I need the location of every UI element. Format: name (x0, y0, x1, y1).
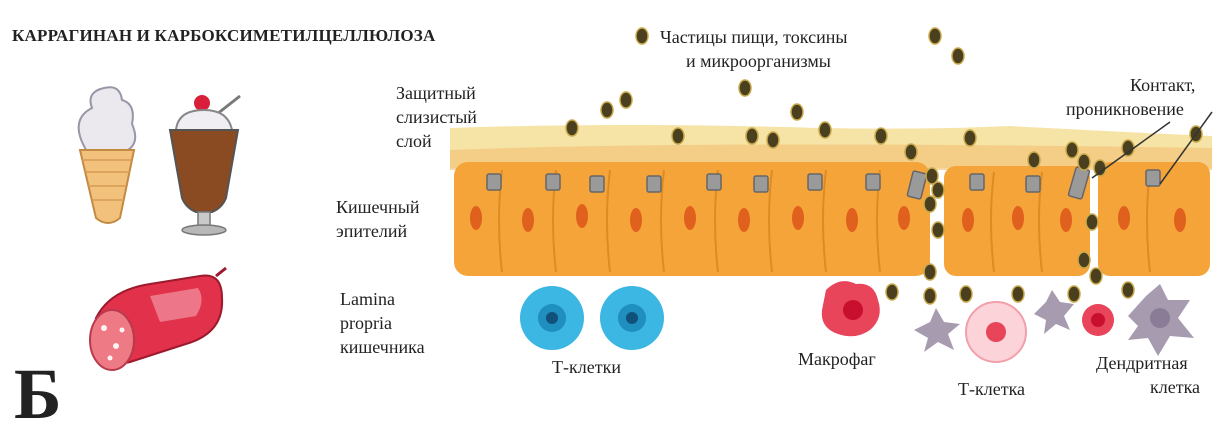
particles (565, 27, 1203, 305)
lamina-label-line3: кишечника (340, 337, 425, 357)
epithelium-label-line2: эпителий (336, 221, 408, 241)
figure-title: КАРРАГИНАН И КАРБОКСИМЕТИЛЦЕЛЛЮЛОЗА (12, 26, 436, 45)
ice-cream-cone-icon (77, 86, 137, 224)
lamina-label-line2: propria (340, 313, 392, 333)
lamina-label-line1: Lamina (340, 289, 395, 309)
t-cell-label: Т-клетка (958, 379, 1026, 399)
intestine-diagram (77, 27, 1213, 371)
t-cells-label: Т-клетки (552, 357, 621, 377)
macrophage-label: Макрофаг (798, 349, 876, 369)
particles-label-line1: Частицы пищи, токсины (660, 27, 848, 47)
milkshake-icon (168, 94, 241, 236)
macrophage (821, 281, 880, 337)
particles-label-line2: и микроорганизмы (686, 51, 831, 71)
t-cells (520, 286, 664, 350)
contact-label-line2: проникновение (1066, 99, 1184, 119)
mucus-label-line3: слой (396, 131, 432, 151)
contact-label-line1: Контакт, (1130, 75, 1196, 95)
dendritic-cells (914, 284, 1194, 356)
t-cell (965, 301, 1027, 363)
mucus-label-line2: слизистый (396, 107, 477, 127)
mucus-label-line1: Защитный (396, 83, 476, 103)
sausage-icon (89, 266, 227, 371)
dendritic-label-line2: клетка (1150, 377, 1201, 397)
dendritic-label-line1: Дендритная (1096, 353, 1188, 373)
epithelium (454, 162, 1210, 276)
epithelium-label-line1: Кишечный (336, 197, 420, 217)
